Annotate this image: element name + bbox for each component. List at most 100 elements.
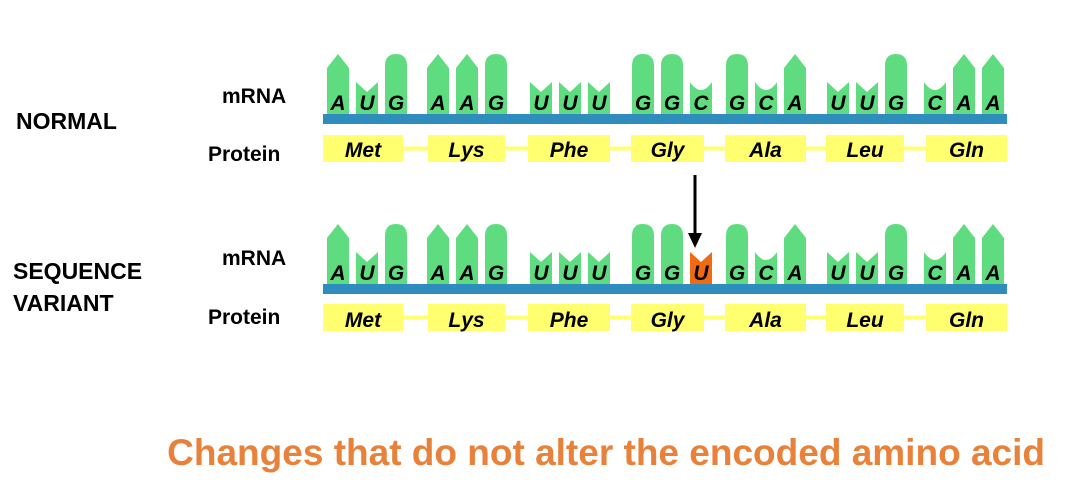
base-letter: G [729, 92, 745, 115]
base-letter: U [591, 92, 607, 115]
amino-acid-box [323, 304, 403, 331]
base-letter: U [859, 92, 875, 115]
base-letter: A [329, 92, 345, 115]
base-shape [755, 252, 777, 284]
base-shape [982, 54, 1004, 114]
mrna-label-normal: mRNA [222, 85, 286, 108]
amino-acid-label: Leu [846, 139, 884, 162]
caption-text: Changes that do not alter the encoded am… [167, 432, 1045, 473]
base-letter: A [429, 262, 445, 285]
base-shape [530, 252, 552, 284]
base-letter: G [664, 92, 680, 115]
amino-acid-label: Lys [448, 139, 484, 162]
base-shape [385, 54, 407, 114]
base-letter: U [533, 92, 549, 115]
base-letter: G [664, 262, 680, 285]
base-shape [982, 224, 1004, 284]
base-shape [356, 252, 378, 284]
amino-acid-box [631, 304, 704, 331]
base-shape [690, 82, 712, 114]
base-letter: U [533, 262, 549, 285]
base-shape [327, 54, 349, 114]
base-shape [588, 252, 610, 284]
base-letter: A [458, 92, 474, 115]
amino-acid-label: Ala [748, 309, 782, 332]
base-letter: A [786, 262, 802, 285]
variant-label-line2: VARIANT [13, 290, 114, 316]
base-shape [885, 54, 907, 114]
base-shape [953, 54, 975, 114]
amino-acid-label: Phe [550, 309, 589, 332]
amino-acid-label: Phe [550, 139, 589, 162]
base-letter: U [591, 262, 607, 285]
base-letter: G [488, 92, 504, 115]
base-letter: U [830, 92, 846, 115]
amino-acid-box [826, 135, 904, 162]
amino-acid-box [528, 135, 610, 162]
base-letter: G [729, 262, 745, 285]
amino-acid-box [725, 135, 806, 162]
amino-acid-box [926, 304, 1007, 331]
base-letter: U [562, 262, 578, 285]
base-letter: C [693, 92, 709, 115]
base-shape [427, 54, 449, 114]
base-letter: A [458, 262, 474, 285]
base-shape [827, 82, 849, 114]
base-shape [456, 224, 478, 284]
amino-acid-label: Gln [949, 139, 984, 162]
base-letter: U [359, 262, 375, 285]
base-shape [385, 224, 407, 284]
base-shape [924, 82, 946, 114]
base-letter: G [635, 262, 651, 285]
amino-acid-label: Met [345, 139, 382, 162]
variant-label-line1: SEQUENCE [13, 258, 142, 284]
base-shape [327, 224, 349, 284]
base-letter: G [388, 92, 404, 115]
base-shape [485, 224, 507, 284]
base-shape [784, 224, 806, 284]
amino-acid-box [631, 135, 704, 162]
base-letter: G [635, 92, 651, 115]
amino-acid-box [323, 135, 403, 162]
amino-acid-box [428, 304, 505, 331]
amino-acid-label: Lys [448, 309, 484, 332]
base-letter: C [758, 92, 774, 115]
amino-acid-label: Ala [748, 139, 782, 162]
base-letter: C [927, 92, 943, 115]
mutated-base-letter: U [693, 262, 709, 285]
amino-acid-label: Leu [846, 309, 884, 332]
base-shape [784, 54, 806, 114]
normal-mrna-backbone [323, 114, 1007, 124]
base-letter: U [562, 92, 578, 115]
mutation-arrow [688, 175, 702, 248]
base-letter: A [786, 92, 802, 115]
base-shape [485, 54, 507, 114]
base-letter: A [429, 92, 445, 115]
base-shape [726, 54, 748, 114]
amino-acid-label: Gly [651, 139, 686, 162]
base-letter: A [984, 92, 1000, 115]
base-shape [827, 252, 849, 284]
base-shape [632, 224, 654, 284]
base-letter: G [488, 262, 504, 285]
variant-mrna-backbone [323, 284, 1007, 294]
mutated-base-shape [690, 252, 712, 284]
base-shape [661, 54, 683, 114]
base-shape [632, 54, 654, 114]
amino-acid-box [926, 135, 1007, 162]
amino-acid-box [826, 304, 904, 331]
base-letter: A [955, 92, 971, 115]
caption-container: Changes that do not alter the encoded am… [0, 432, 1072, 474]
base-shape [885, 224, 907, 284]
base-shape [588, 82, 610, 114]
protein-label-normal: Protein [208, 143, 280, 166]
amino-acid-box [428, 135, 505, 162]
base-shape [559, 82, 581, 114]
base-shape [356, 82, 378, 114]
base-letter: A [329, 262, 345, 285]
base-shape [661, 224, 683, 284]
base-letter: A [984, 262, 1000, 285]
base-shape [856, 82, 878, 114]
